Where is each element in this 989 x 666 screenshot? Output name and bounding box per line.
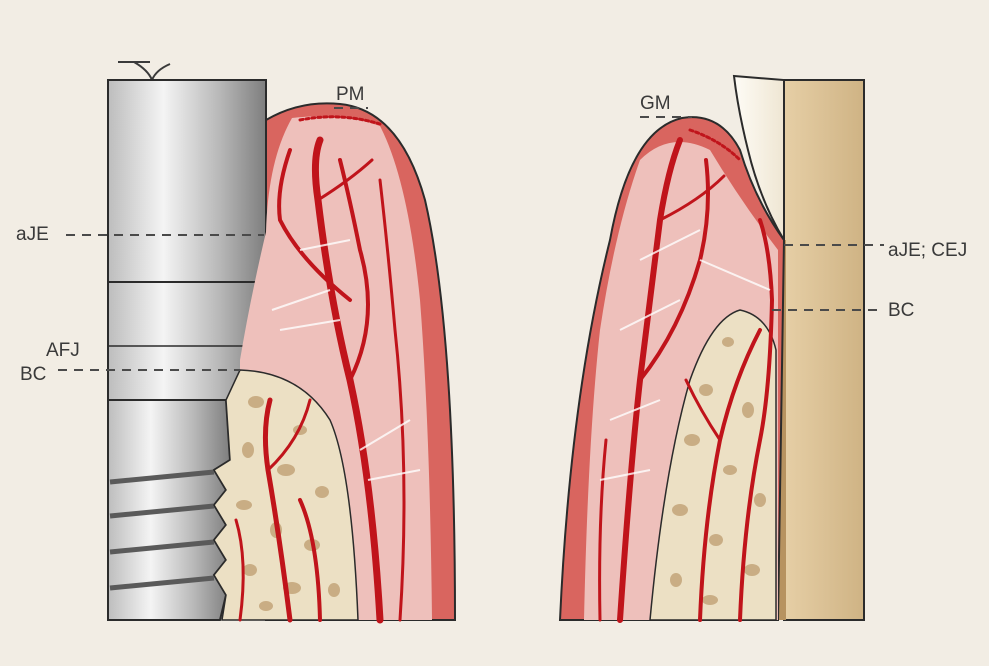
label-aje-cej: aJE; CEJ [888,240,967,261]
label-bc-implant: BC [20,364,46,385]
label-gm: GM [640,93,671,114]
label-aje-implant: aJE [16,224,49,245]
tooth-panel [560,76,864,620]
label-bc-tooth: BC [888,300,914,321]
implant-panel [108,62,455,620]
label-afj: AFJ [46,340,80,361]
tooth-root [784,80,864,620]
label-pm: PM [336,84,365,105]
